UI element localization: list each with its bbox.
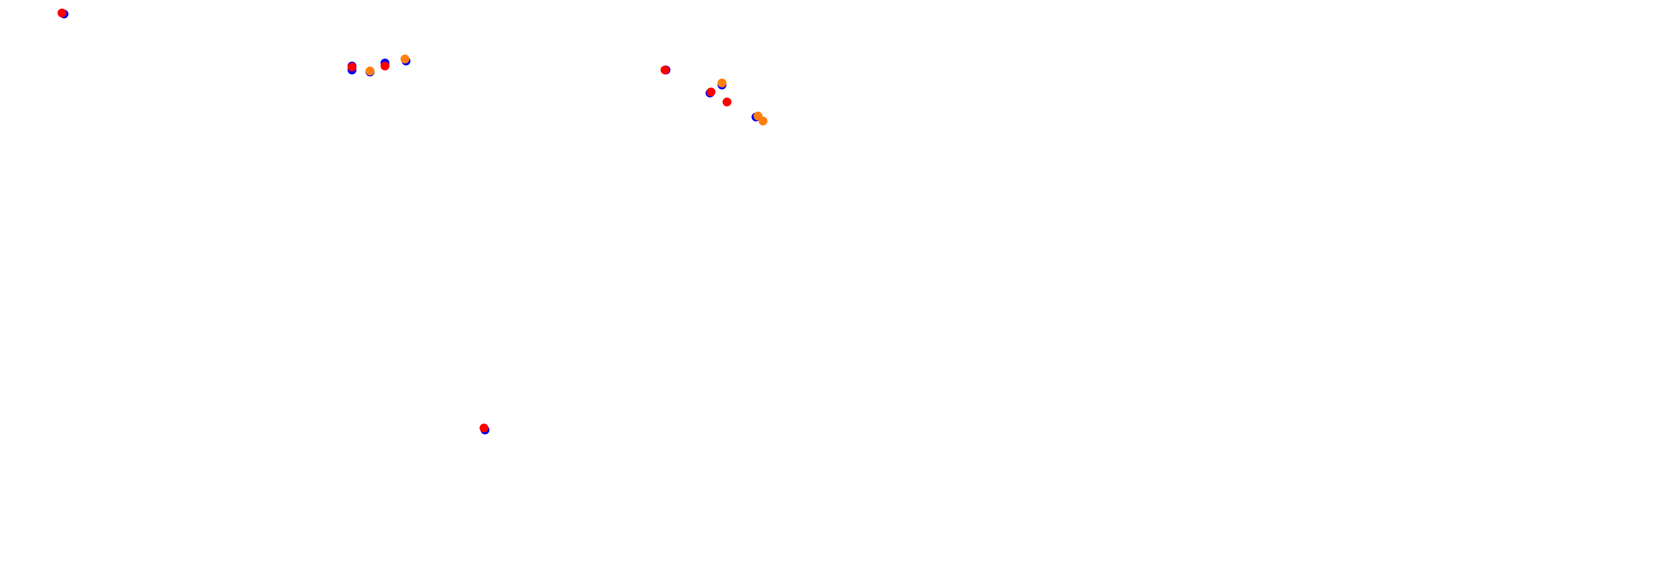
data-point-series-2-6 <box>479 423 489 433</box>
data-point-series-1-4 <box>758 116 768 126</box>
data-point-series-2-4 <box>706 87 716 97</box>
data-point-series-2-2 <box>380 61 390 71</box>
data-point-series-1-0 <box>365 66 375 76</box>
data-point-series-2-1 <box>347 62 357 72</box>
data-point-series-1-1 <box>400 54 410 64</box>
data-point-series-2-3 <box>660 65 670 75</box>
series-1 <box>365 54 768 126</box>
series-2 <box>57 8 732 433</box>
data-points <box>57 8 768 435</box>
data-point-series-2-0 <box>57 8 67 18</box>
data-point-series-1-2 <box>717 78 727 88</box>
data-point-series-2-5 <box>722 97 732 107</box>
